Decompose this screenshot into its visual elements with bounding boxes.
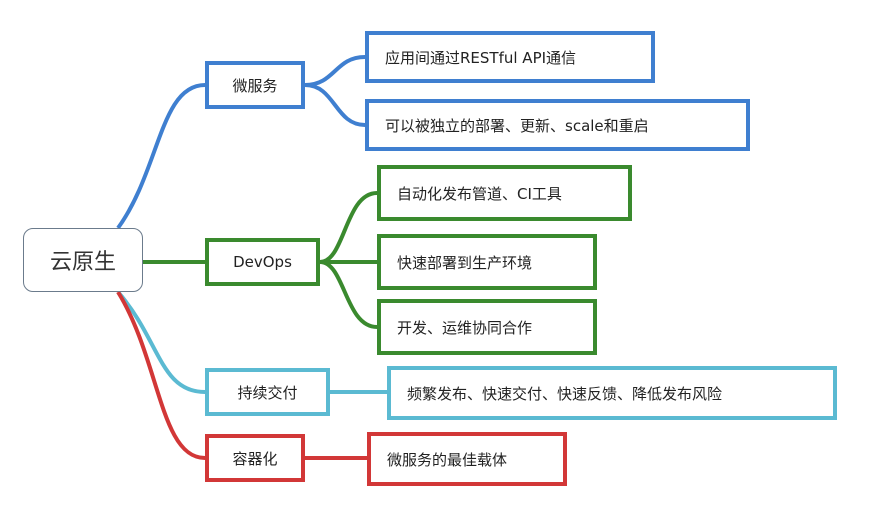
leaf-node: 自动化发布管道、CI工具 — [377, 165, 632, 221]
leaf-node: 快速部署到生产环境 — [377, 234, 597, 290]
connector-root-cd — [116, 290, 206, 394]
connector-microservices-leaf-1 — [304, 55, 366, 87]
leaf-node-label: 频繁发布、快速交付、快速反馈、降低发布风险 — [407, 384, 723, 403]
leaf-node-label: 自动化发布管道、CI工具 — [397, 184, 562, 203]
connector-root-microservices — [116, 83, 206, 230]
branch-node-label: DevOps — [233, 253, 292, 271]
leaf-node: 频繁发布、快速交付、快速反馈、降低发布风险 — [387, 366, 837, 420]
leaf-node: 可以被独立的部署、更新、scale和重启 — [365, 99, 750, 151]
connector-microservices-leaf-2 — [304, 83, 366, 127]
connector-devops-leaf-1 — [319, 191, 378, 264]
branch-node-microservices: 微服务 — [205, 61, 305, 109]
branch-node-containerization: 容器化 — [205, 434, 305, 482]
root-node-label: 云原生 — [49, 250, 116, 275]
connector-devops-leaf-3 — [319, 260, 378, 329]
connector-root-container — [116, 290, 206, 460]
leaf-node: 开发、运维协同合作 — [377, 299, 597, 355]
branch-node-label: 微服务 — [232, 76, 278, 95]
leaf-node-label: 可以被独立的部署、更新、scale和重启 — [385, 116, 649, 135]
leaf-node: 微服务的最佳载体 — [367, 432, 567, 486]
leaf-node-label: 快速部署到生产环境 — [397, 253, 533, 272]
leaf-node-label: 微服务的最佳载体 — [387, 450, 508, 469]
branch-node-label: 持续交付 — [237, 383, 298, 402]
leaf-node-label: 应用间通过RESTful API通信 — [385, 48, 577, 67]
branch-node-continuous-delivery: 持续交付 — [205, 368, 330, 416]
root-node: 云原生 — [23, 228, 143, 292]
leaf-node-label: 开发、运维协同合作 — [397, 318, 533, 337]
branch-node-devops: DevOps — [205, 238, 320, 286]
branch-node-label: 容器化 — [232, 449, 278, 468]
leaf-node: 应用间通过RESTful API通信 — [365, 31, 655, 83]
